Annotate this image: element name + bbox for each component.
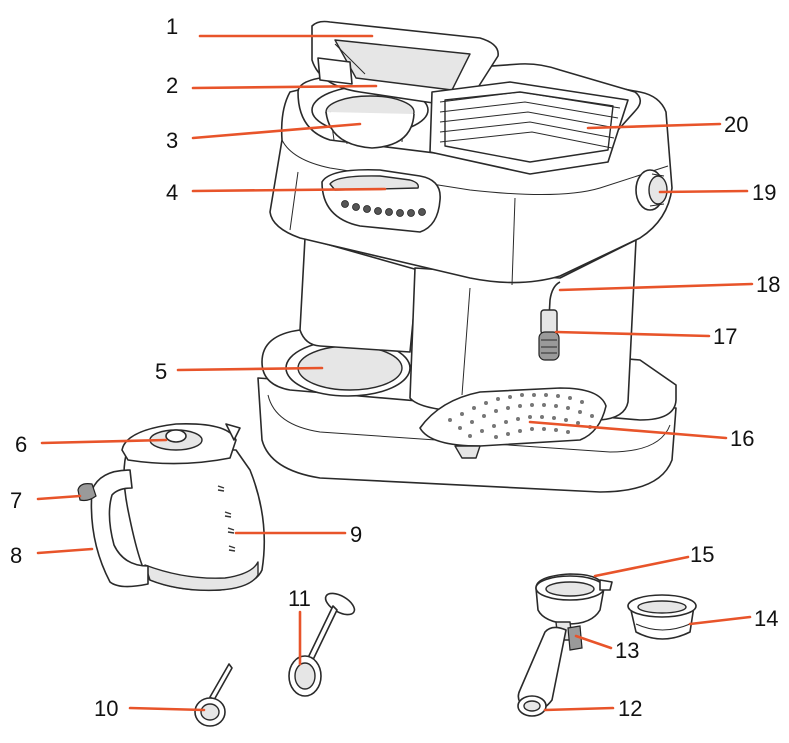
callout-5: 5 <box>155 359 167 384</box>
leader-13 <box>574 634 613 650</box>
leader-19 <box>658 189 749 194</box>
callout-16: 16 <box>730 426 754 451</box>
callout-1: 1 <box>166 14 178 39</box>
callout-8: 8 <box>10 543 22 568</box>
callout-17: 17 <box>713 324 737 349</box>
leader-16 <box>528 420 728 440</box>
measuring-spoon <box>194 663 233 727</box>
leader-6 <box>40 438 168 445</box>
callout-14: 14 <box>754 606 778 631</box>
callout-10: 10 <box>94 696 118 721</box>
leader-lines <box>36 34 754 712</box>
callout-9: 9 <box>350 522 362 547</box>
leader-3 <box>191 122 362 140</box>
callout-7: 7 <box>10 488 22 513</box>
callout-11: 11 <box>288 586 311 611</box>
callout-4: 4 <box>166 180 178 205</box>
callout-12: 12 <box>618 696 642 721</box>
portafilter <box>517 573 613 717</box>
coffee-machine-body <box>257 20 677 493</box>
leader-10 <box>128 706 206 712</box>
callout-3: 3 <box>166 128 178 153</box>
callout-2: 2 <box>166 73 178 98</box>
leader-8 <box>36 547 94 555</box>
callout-6: 6 <box>15 432 27 457</box>
coffee-carafe <box>77 423 266 592</box>
leader-5 <box>176 366 324 372</box>
leader-17 <box>554 330 711 338</box>
callout-15: 15 <box>690 542 714 567</box>
leader-18 <box>558 282 754 292</box>
filter-insert <box>627 594 697 640</box>
leader-20 <box>586 122 722 130</box>
leader-14 <box>688 615 752 626</box>
leader-15 <box>593 555 690 578</box>
callout-numbers: 1 2 3 4 5 6 7 8 9 10 11 12 13 14 15 16 1… <box>10 14 780 721</box>
leader-7 <box>36 494 82 501</box>
leader-4 <box>191 187 387 193</box>
callout-18: 18 <box>756 272 780 297</box>
callout-20: 20 <box>724 112 748 137</box>
tamper <box>288 592 356 697</box>
callout-13: 13 <box>615 638 639 663</box>
leader-2 <box>191 84 378 90</box>
callout-19: 19 <box>752 180 776 205</box>
leader-12 <box>543 706 615 712</box>
